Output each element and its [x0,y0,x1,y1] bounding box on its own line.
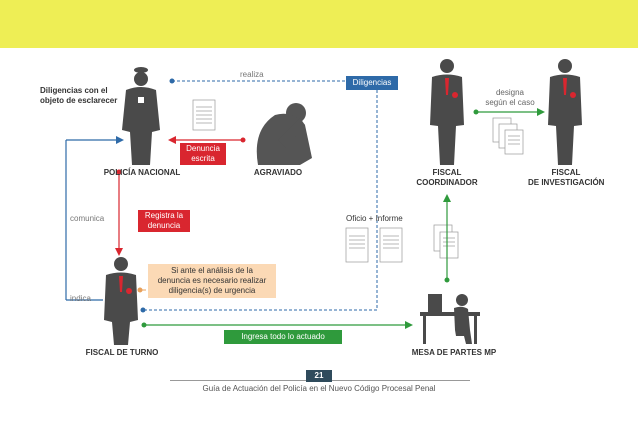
indica-label: indica [70,294,91,303]
mesa-partes-label: MESA DE PARTES MP [411,348,497,357]
mesa-partes-figure [420,294,480,344]
registra-denuncia-box: Registra la denuncia [138,210,190,232]
police-officer-figure [122,67,160,165]
victim-figure [256,103,312,165]
designa-label: designa según el caso [485,88,535,107]
fiscal-turno-label: FISCAL DE TURNO [85,348,159,357]
page-number: 21 [306,370,332,382]
urgencia-note: Si ante el análisis de la denuncia es ne… [148,264,276,298]
footer-text: Guía de Actuación del Policía en el Nuev… [202,384,436,393]
document-icon-designa [492,117,524,155]
fiscal-coordinador-figure [430,59,464,165]
diligencias-objeto-label: Diligencias con el objeto de esclarecer [40,86,118,105]
comunica-label: comunica [70,214,105,223]
document-icon-denuncia [192,99,216,131]
top-yellow-band [0,0,638,48]
agraviado-label: AGRAVIADO [253,168,303,177]
denuncia-escrita-box: Denuncia escrita [180,143,226,165]
oficio-informe-label: Oficio + Informe [346,214,403,223]
ingresa-actuado-box: Ingresa todo lo actuado [224,330,342,344]
fiscal-investigacion-label: FISCAL DE INVESTIGACIÓN [528,168,605,187]
fiscal-turno-figure [104,257,138,345]
policia-label: POLICÍA NACIONAL [103,168,181,177]
fiscal-coordinador-label: FISCAL COORDINADOR [416,168,478,187]
document-icon-mesa [433,224,459,259]
document-icon-oficio [345,227,369,263]
diligencias-box: Diligencias [346,76,398,90]
realiza-label: realiza [240,70,264,79]
document-icon-informe [379,227,403,263]
fiscal-investigacion-figure [548,59,582,165]
